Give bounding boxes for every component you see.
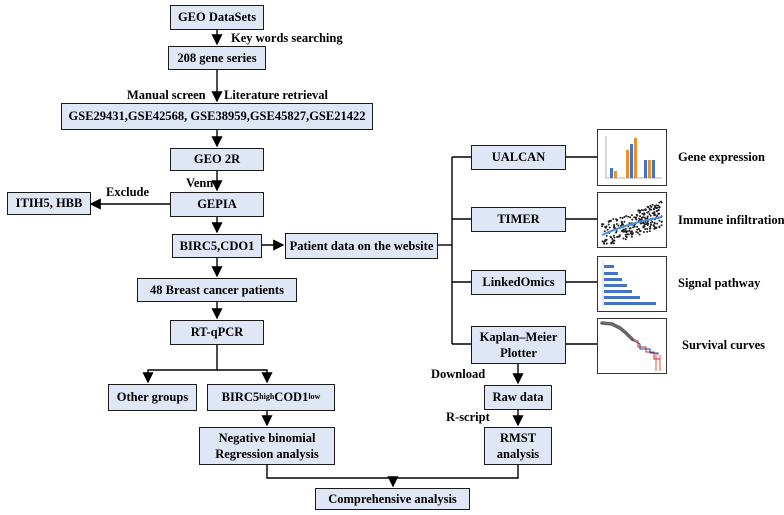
kaplan-meier-box: Kaplan–Meier Plotter — [471, 326, 566, 364]
itih5-hbb-box: ITIH5, HBB — [7, 192, 91, 215]
horizontal-bar-icon — [602, 261, 656, 307]
venn-label: Venn — [186, 176, 214, 190]
negative-binomial-box: Negative binomial Regression analysis — [199, 427, 335, 465]
low-superscript: low — [308, 392, 321, 402]
signal-pathway-thumbnail — [597, 256, 667, 312]
negbin-line1: Negative binomial — [218, 430, 316, 445]
ualcan-box: UALCAN — [471, 145, 566, 170]
linkedomics-box: LinkedOmics — [471, 270, 566, 295]
breast-patients-box: 48 Breast cancer patients — [137, 278, 297, 302]
exclude-label: Exclude — [106, 185, 150, 199]
rtqpcr-box: RT-qPCR — [170, 320, 264, 345]
key-words-label: Key words searching — [231, 31, 343, 45]
cod1-text: COD1 — [274, 390, 309, 405]
manual-screen-label: Manual screen — [127, 88, 206, 102]
gepia-box: GEPIA — [170, 192, 264, 217]
gene-series-box: 208 gene series — [168, 46, 266, 70]
birc5-text: BIRC5 — [221, 390, 260, 405]
km-curve-icon — [600, 321, 661, 371]
download-label: Download — [431, 367, 486, 381]
immune-infiltration-thumbnail — [597, 192, 667, 248]
survival-curves-thumbnail — [597, 318, 667, 374]
immune-infiltration-label: Immune infiltration — [678, 213, 784, 227]
survival-curves-label: Survival curves — [682, 338, 765, 352]
comprehensive-analysis-box: Comprehensive analysis — [315, 488, 470, 510]
rmst-box: RMST analysis — [484, 427, 552, 465]
birc5-cdo1-box: BIRC5,CDO1 — [172, 234, 262, 258]
bar-chart-icon — [605, 136, 662, 179]
gse-list-box: GSE29431,GSE42568, GSE38959,GSE45827,GSE… — [61, 103, 373, 130]
geo2r-box: GEO 2R — [170, 148, 264, 171]
literature-retrieval-label: Literature retrieval — [224, 88, 329, 102]
gene-expression-label: Gene expression — [678, 150, 765, 164]
rmst-line2: analysis — [496, 447, 540, 461]
scatter-plot-icon — [601, 200, 663, 245]
timer-box: TIMER — [471, 207, 566, 232]
raw-data-box: Raw data — [484, 385, 552, 410]
gene-expression-thumbnail — [597, 129, 667, 186]
high-superscript: high — [259, 392, 275, 402]
rmst-line1: RMST — [499, 430, 537, 445]
other-groups-box: Other groups — [108, 384, 197, 411]
signal-pathway-label: Signal pathway — [678, 276, 761, 290]
negbin-line2: Regression analysis — [215, 447, 319, 461]
r-script-label: R-script — [446, 410, 490, 424]
patient-data-box: Patient data on the website — [285, 233, 438, 259]
km-line1: Kaplan–Meier — [479, 329, 558, 344]
geo-datasets-box: GEO DataSets — [170, 5, 264, 30]
km-line2: Plotter — [500, 346, 537, 360]
